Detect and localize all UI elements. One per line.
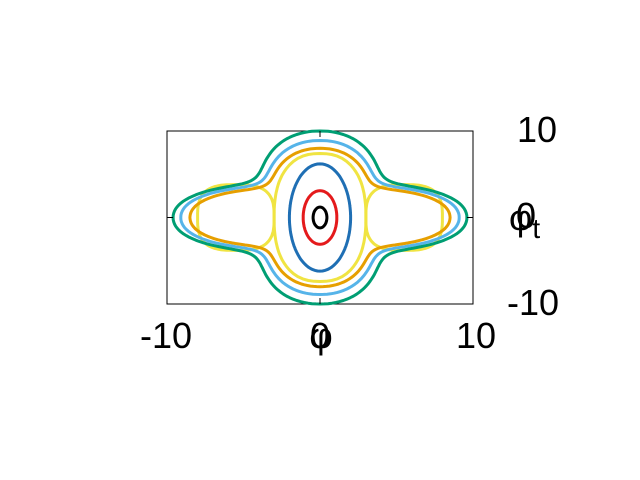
contour-level-6 xyxy=(179,139,461,296)
x-tick-label-zero: 0 xyxy=(310,315,330,356)
y-axis-label: φt xyxy=(509,197,540,244)
y-tick-label-zero: 0 xyxy=(516,195,536,236)
y-axis-label-subscript: t xyxy=(532,213,540,244)
contour-level-1 xyxy=(311,205,329,230)
tick-marks xyxy=(167,131,473,304)
contour-level-4-left-lobe xyxy=(196,183,276,252)
plot-frame xyxy=(166,130,474,305)
y-tick-label-min: -10 xyxy=(507,282,559,323)
contour-level-2 xyxy=(301,189,339,246)
contour-level-3 xyxy=(287,162,353,273)
x-axis-label: φ xyxy=(309,315,332,356)
x-tick-label-max: 10 xyxy=(456,315,496,356)
y-tick-label-max: 10 xyxy=(517,109,557,150)
contour-level-7 xyxy=(171,129,469,306)
contour-lines xyxy=(171,129,469,306)
x-tick-label-min: -10 xyxy=(140,315,192,356)
contour-level-4-center xyxy=(272,152,368,283)
y-axis-label-main: φ xyxy=(509,197,532,238)
contour-level-5 xyxy=(188,146,452,289)
